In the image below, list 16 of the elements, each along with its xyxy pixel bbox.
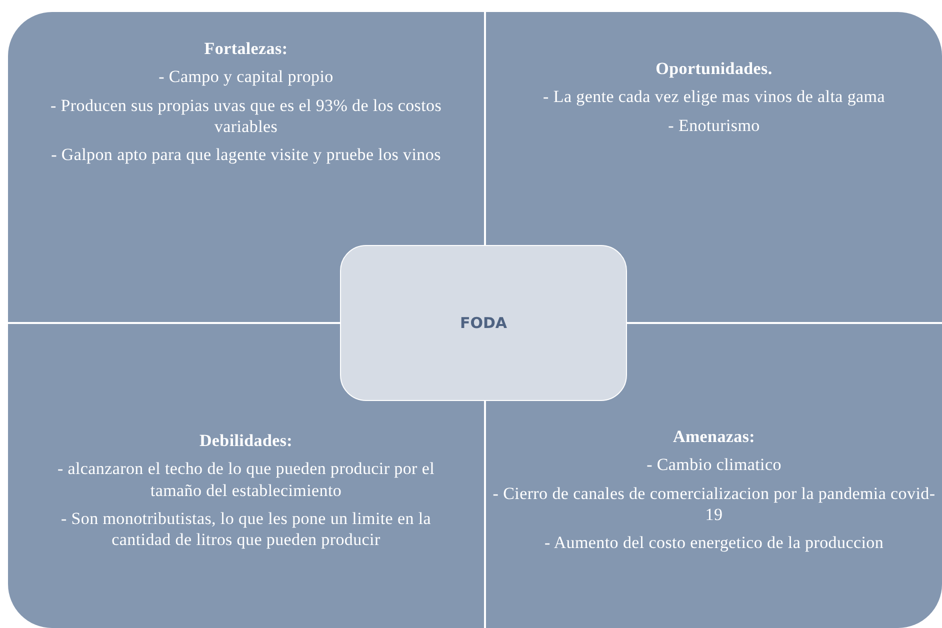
quadrant-heading: Oportunidades. <box>654 58 774 80</box>
bullet-text: - alcanzaron el techo de lo que pueden producir por el tamaño del establecimiento <box>56 458 436 501</box>
bullet-text: - Producen sus propias uvas que es el 93% de los costos variables <box>49 94 443 137</box>
bullet-text: - Cierro de canales de comercializacion por la pandemia covid-19 <box>492 482 936 525</box>
quadrant-heading: Amenazas: <box>672 426 756 448</box>
bullet-text: - Campo y capital propio <box>158 66 334 88</box>
bullet-text: - Son monotributistas, lo que les pone un limite en la cantidad de litros que pueden producir <box>60 508 432 550</box>
bullet-text: - Enoturismo <box>667 114 761 136</box>
center-box <box>340 245 627 401</box>
bullet-text: - Cambio climatico <box>646 454 782 476</box>
quadrant-heading: Debilidades: <box>198 430 294 452</box>
center-title: FODA <box>460 314 508 332</box>
bullet-text: - Galpon apto para que lagente visite y pruebe los vinos <box>50 144 442 166</box>
quadrant-heading: Fortalezas: <box>203 38 289 60</box>
bullet-text: - La gente cada vez elige mas vinos de alta gama <box>542 86 886 108</box>
bullet-text: - Aumento del costo energetico de la produccion <box>543 532 885 554</box>
